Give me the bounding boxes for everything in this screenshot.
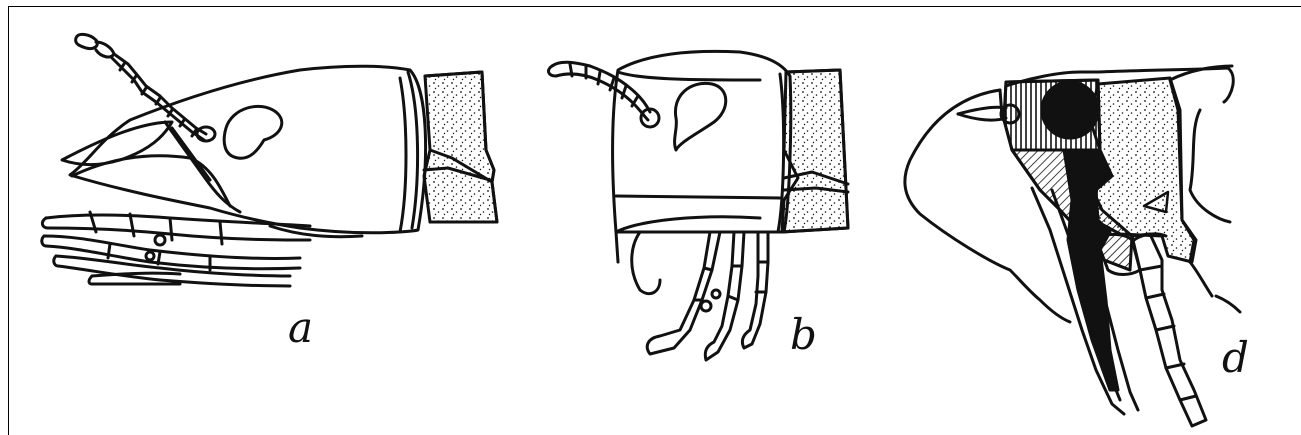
panel-a-label: a (288, 307, 313, 349)
panel-a-palps (42, 212, 362, 286)
panel-b-eye (675, 83, 726, 150)
panel-a-eye (224, 106, 282, 158)
panel-d-eye (1042, 82, 1098, 138)
panel-a-drawing (42, 34, 497, 286)
panel-b-palps (647, 232, 768, 360)
panel-a-head (70, 66, 426, 233)
panel-d-drawing (905, 66, 1240, 426)
panel-b-label: b (790, 314, 817, 356)
panel-d-label: d (1222, 337, 1249, 379)
panel-b-antenna (549, 62, 659, 127)
